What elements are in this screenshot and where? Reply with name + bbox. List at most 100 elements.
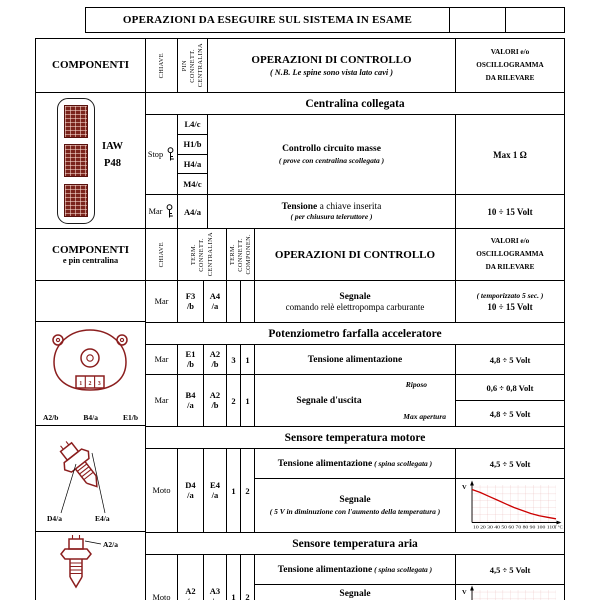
throttle-pin-label: B4/a	[83, 413, 98, 423]
page-title: OPERAZIONI DA ESEGUIRE SUL SISTEMA IN ES…	[85, 7, 450, 33]
comp-term-cell: 3	[227, 345, 241, 374]
fuel-pump-value-cell: ( temporizzato 5 sec. ) 10 ÷ 15 Volt	[476, 291, 544, 312]
comp-term-cell: 2	[241, 555, 255, 600]
ecu-term-cell: E4/a	[204, 449, 227, 532]
throttle-pin-number: 3	[98, 381, 101, 387]
ecu-ground-pins-cell: L4/c H1/b H4/a M4/c	[178, 115, 208, 194]
key-cell: Mar	[146, 345, 178, 374]
chart-y-label: V	[462, 484, 467, 491]
air-temp-sensor-drawing: A2/a	[59, 535, 118, 589]
key-cell: Moto	[146, 449, 178, 532]
key-cell: Mar	[146, 281, 178, 322]
throttle-output-desc-cell: Segnale d'uscita Riposo Max apertura	[255, 375, 456, 426]
ecu-pin: L4/c	[178, 115, 207, 135]
motor-supply-subrow: Tensione alimentazione ( spina scollegat…	[255, 449, 564, 479]
section-sensore-temperatura-motore: Sensore temperatura motore	[146, 427, 564, 449]
motor-supply-desc-cell: Tensione alimentazione ( spina scollegat…	[255, 449, 456, 478]
key-icon	[167, 147, 174, 161]
componenti2-sublabel: e pin centralina	[62, 255, 119, 265]
term-componen-header-cell: TERM. CONNETT. COMPONEN.	[227, 229, 255, 280]
air-signal-chart-cell: V	[456, 585, 564, 600]
operazioni-header-cell: OPERAZIONI DI CONTROLLO ( N.B. Le spine …	[208, 39, 456, 92]
operazioni-title: OPERAZIONI DI CONTROLLO	[251, 54, 412, 66]
components-column: COMPONENTI IAW P48 COMPONENTI e pin cent…	[36, 39, 146, 600]
table-header-row-1: CHIAVE PIN CONNETT. CENTRALINA OPERAZION…	[146, 39, 564, 93]
pin-connett-header-cell: PIN CONNETT. CENTRALINA	[178, 39, 208, 92]
air-temp-block: Moto A2/a A3/a 1 2 Tensione alimentazion…	[146, 555, 564, 600]
comp-term-cell	[227, 281, 241, 322]
key-position-label: Stop	[147, 150, 164, 159]
throttle-supply-desc-cell: Tensione alimentazione	[255, 345, 456, 374]
operazioni-note: ( N.B. Le spine sono vista lato cavi )	[269, 68, 394, 77]
key-position-label: Mar	[148, 207, 163, 216]
motor-sensor-drawing-cell: D4/a E4/a	[36, 426, 145, 533]
ground-check-value-cell: Max 1 Ω	[493, 149, 527, 160]
comp-term-cell: 1	[241, 345, 255, 374]
comp-term-cell: 1	[227, 555, 241, 600]
motor-temp-sensor-drawing: D4/a E4/a	[47, 440, 109, 523]
motor-signal-desc-cell: Segnale ( 5 V in diminuzione con l'aumen…	[255, 479, 456, 532]
motor-signal-chart-cell: V 10 20 30 40 50 60 70 80 90 100 110 T °…	[456, 479, 564, 532]
pin-connett-header-label: PIN CONNETT. CENTRALINA	[180, 43, 205, 88]
empty-component-cell	[36, 281, 145, 323]
ecu-term-cell: D4/a	[178, 449, 204, 532]
air-sensor-drawing-cell: A2/a	[36, 532, 145, 600]
comp-term-cell: 1	[241, 375, 255, 426]
throttle-pin-labels: A2/b B4/a E1/b	[36, 413, 145, 422]
ecu-drawing-cell: IAW P48	[36, 93, 145, 229]
key-mar-cell: Mar	[146, 195, 178, 228]
ecu-pin: H4/a	[178, 155, 207, 175]
ground-check-desc-cell: Controllo circuito masse ( prove con cen…	[208, 115, 456, 194]
section-sensore-temperatura-aria: Sensore temperatura aria	[146, 533, 564, 555]
comp-term-cell: 1	[227, 449, 241, 532]
rows-column: CHIAVE PIN CONNETT. CENTRALINA OPERAZION…	[146, 39, 564, 600]
section-centralina-collegata: Centralina collegata	[146, 93, 564, 115]
ecu-pin: H1/b	[178, 135, 207, 155]
motor-signal-subrow: Segnale ( 5 V in diminuzione con l'aumen…	[255, 479, 564, 532]
chart-x-ticks: 10 20 30 40 50 60 70 80 90 100 110	[473, 524, 556, 529]
fuel-pump-relay-row: Mar F3/b A4/a Segnale comando relè elett…	[146, 281, 564, 323]
chiave-header-label: CHIAVE	[157, 52, 165, 79]
term-centralina-header-cell: TERM. CONNETT. CENTRALINA	[178, 229, 227, 280]
ecu-label-line1: IAW	[102, 140, 124, 152]
componenti2-label: COMPONENTI	[52, 243, 129, 256]
ecu-term-cell: A2/b	[204, 375, 227, 426]
ecu-term-cell: F3/b	[178, 281, 204, 322]
throttle-output-row: Mar B4/a A2/b 2 1 Segnale d'uscita Ripos…	[146, 375, 564, 427]
comp-term-cell	[241, 281, 255, 322]
air-signal-chart: V	[462, 585, 556, 600]
ecu-connector-block	[64, 144, 88, 178]
title-aux-box-2	[504, 7, 565, 33]
key-voltage-row: Mar A4/a Tensione a chiave inserita ( pe…	[146, 195, 564, 229]
motor-sensor-pin-label: D4/a	[47, 514, 62, 523]
throttle-sensor-drawing: 1 2 3	[52, 329, 128, 392]
ecu-term-cell: A2/b	[204, 345, 227, 374]
air-supply-subrow: Tensione alimentazione ( spina scollegat…	[255, 555, 564, 585]
page-title-text: OPERAZIONI DA ESEGUIRE SUL SISTEMA IN ES…	[122, 14, 413, 26]
main-table: COMPONENTI IAW P48 COMPONENTI e pin cent…	[35, 38, 565, 600]
ecu-term-cell: A3/a	[204, 555, 227, 600]
key-stop-cell: Stop	[146, 115, 178, 194]
throttle-supply-row: Mar E1/b A2/b 3 1 Tensione alimentazione…	[146, 345, 564, 375]
ecu-term-cell: A4/a	[204, 281, 227, 322]
ecu-term-cell: E1/b	[178, 345, 204, 374]
throttle-pin-number: 1	[79, 381, 82, 387]
operazioni-header2-cell: OPERAZIONI DI CONTROLLO	[255, 229, 456, 280]
componenti-label: COMPONENTI	[52, 59, 129, 72]
chiave-header-cell: CHIAVE	[146, 39, 178, 92]
throttle-supply-value-cell: 4,8 ÷ 5 Volt	[489, 354, 531, 365]
ground-check-row: Stop L4/c H1/b H4/a M4/c Controllo circu…	[146, 115, 564, 195]
key-voltage-desc-cell: Tensione a chiave inserita ( per chiusur…	[208, 195, 456, 228]
throttle-pin-label: A2/b	[43, 413, 59, 423]
air-supply-value-cell: 4,5 ÷ 5 Volt	[489, 564, 531, 575]
throttle-pin-number: 2	[89, 381, 92, 387]
comp-term-cell: 2	[227, 375, 241, 426]
ecu-label-line2: P48	[104, 157, 121, 169]
chart-y-label: V	[462, 589, 467, 596]
fuel-pump-desc-cell: Segnale comando relè elettropompa carbur…	[255, 281, 456, 322]
valori-header-cell: VALORI e/o OSCILLOGRAMMA DA RILEVARE	[476, 48, 544, 82]
title-aux-box-1	[448, 7, 507, 33]
table-header-row-2: CHIAVE TERM. CONNETT. CENTRALINA TERM. C…	[146, 229, 564, 281]
throttle-pin-label: E1/b	[122, 413, 138, 423]
